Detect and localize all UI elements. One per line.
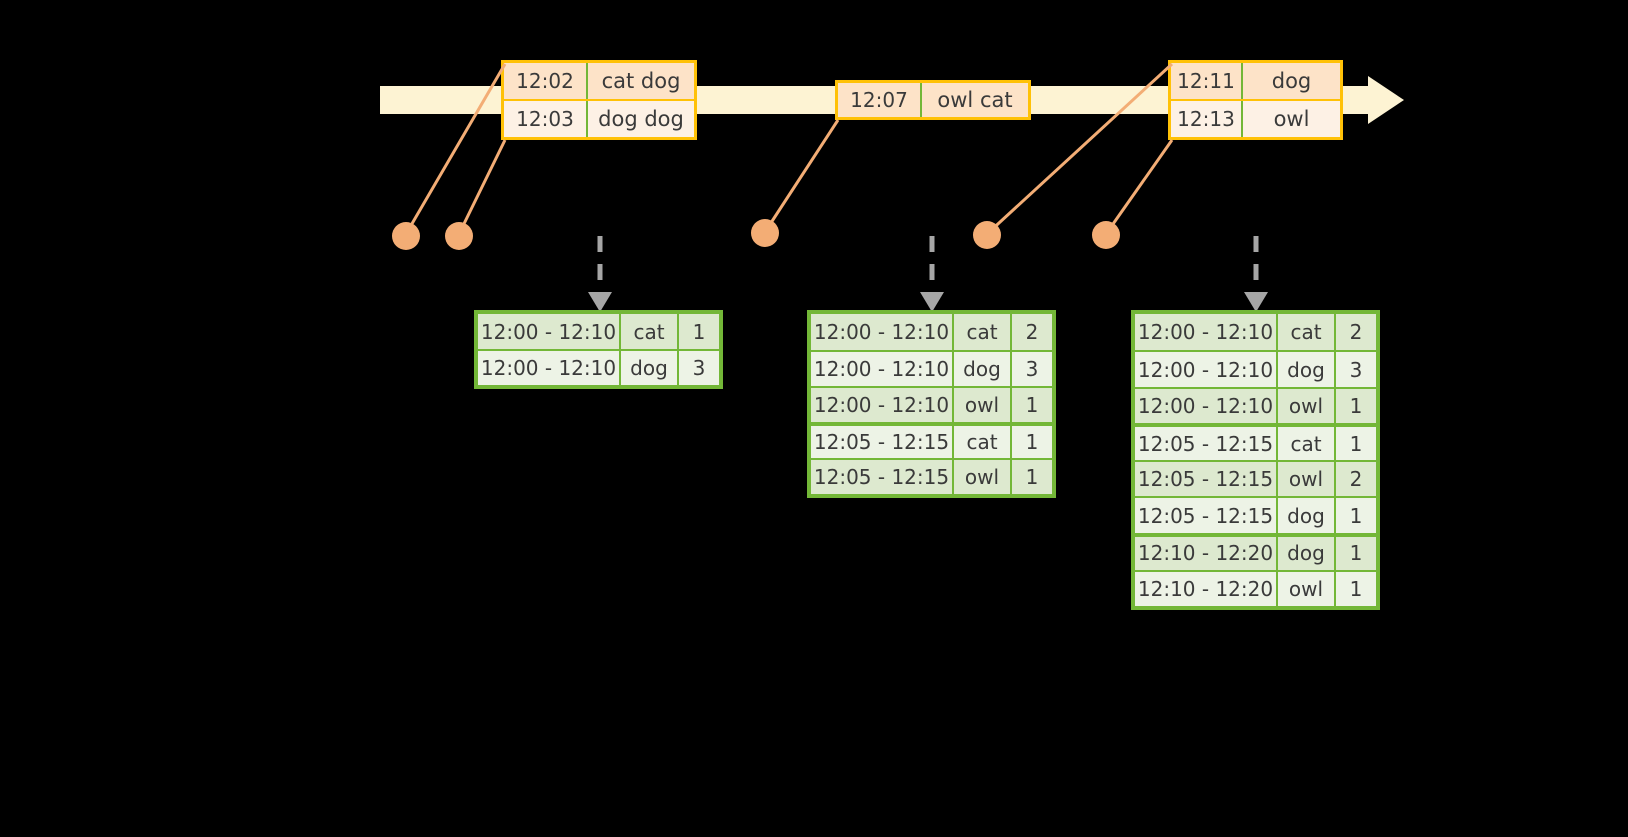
event-text: cat dog (601, 69, 681, 93)
cell-window: 12:05 - 12:15 (1135, 461, 1278, 497)
table-row[interactable]: 12:05 - 12:15 dog 1 (1135, 496, 1376, 533)
connector-line (457, 139, 507, 235)
trigger-arrow-head (588, 292, 612, 312)
table-row[interactable]: 12:00 - 12:10 cat 2 (811, 314, 1052, 350)
result-table-1[interactable]: 12:00 - 12:10 cat 1 12:00 - 12:10 dog 3 (474, 310, 723, 389)
cell-window: 12:00 - 12:10 (811, 314, 954, 350)
cell-word: dog (621, 351, 679, 385)
result-table-3[interactable]: 12:00 - 12:10 cat 2 12:00 - 12:10 dog 3 … (1131, 310, 1380, 610)
cell-window: 12:05 - 12:15 (811, 460, 954, 494)
cell-window: 12:00 - 12:10 (1135, 388, 1278, 424)
event-time: 12:03 (504, 101, 588, 137)
cell-word: owl (954, 387, 1012, 422)
cell-window: 12:00 - 12:10 (478, 351, 621, 385)
timeline-event-group-3[interactable]: 12:11 dog 12:13 owl (1168, 60, 1343, 140)
cell-count: 1 (1025, 429, 1039, 454)
cell-window: 12:05 - 12:15 (811, 425, 954, 458)
event-dot (1092, 221, 1120, 249)
table-row[interactable]: 12:05 - 12:15 cat 1 (811, 421, 1052, 458)
cell-window: 12:00 - 12:10 (1135, 352, 1278, 387)
cell-word: dog (1278, 352, 1336, 387)
cell-window: 12:00 - 12:10 (811, 387, 954, 422)
result-table-2[interactable]: 12:00 - 12:10 cat 2 12:00 - 12:10 dog 3 … (807, 310, 1056, 498)
event-time: 12:13 (1171, 101, 1243, 137)
timeline-arrowhead (1368, 76, 1404, 124)
table-row[interactable]: 12:05 - 12:15 owl 1 (811, 458, 1052, 494)
cell-count: 3 (1349, 357, 1363, 382)
cell-count: 3 (692, 356, 706, 381)
cell-word: cat (954, 425, 1012, 458)
event-dot (751, 219, 779, 247)
event-text: owl (1273, 107, 1310, 131)
cell-word: dog (1278, 536, 1336, 570)
cell-count: 2 (1025, 319, 1039, 344)
cell-window: 12:00 - 12:10 (811, 351, 954, 386)
table-row[interactable]: 12:10 - 12:20 dog 1 (1135, 532, 1376, 570)
table-row[interactable]: 12:00 - 12:10 owl 1 (811, 385, 1052, 422)
event-dot (973, 221, 1001, 249)
table-row[interactable]: 12:05 - 12:15 owl 2 (1135, 459, 1376, 497)
event-time: 12:02 (504, 63, 588, 99)
table-row[interactable]: 12:00 - 12:10 cat 2 (1135, 314, 1376, 351)
cell-count: 1 (1025, 465, 1039, 489)
cell-count: 1 (1349, 431, 1363, 456)
timeline-event-row[interactable]: 12:07 owl cat (838, 83, 1028, 117)
cell-word: cat (954, 314, 1012, 350)
event-text: dog dog (598, 107, 684, 131)
cell-window: 12:05 - 12:15 (1135, 427, 1278, 460)
cell-word: cat (1278, 314, 1336, 351)
trigger-arrow-head (1244, 292, 1268, 312)
cell-window: 12:05 - 12:15 (1135, 498, 1278, 533)
cell-count: 1 (1349, 503, 1363, 528)
table-row[interactable]: 12:00 - 12:10 cat 1 (478, 314, 719, 350)
cell-window: 12:10 - 12:20 (1135, 536, 1278, 570)
table-row[interactable]: 12:05 - 12:15 cat 1 (1135, 423, 1376, 460)
cell-count: 2 (1349, 320, 1363, 345)
event-dot (392, 222, 420, 250)
cell-count: 1 (692, 319, 706, 344)
cell-count: 1 (1349, 541, 1363, 566)
connector-line (1104, 139, 1174, 235)
cell-word: owl (1278, 571, 1336, 607)
timeline-event-row[interactable]: 12:03 dog dog (504, 99, 694, 137)
cell-count: 1 (1349, 394, 1363, 419)
cell-word: owl (1278, 461, 1336, 497)
cell-word: cat (1278, 427, 1336, 460)
cell-window: 12:00 - 12:10 (1135, 314, 1278, 351)
cell-window: 12:10 - 12:20 (1135, 571, 1278, 607)
event-text: dog (1271, 69, 1312, 93)
cell-count: 1 (1349, 576, 1363, 601)
event-dot (445, 222, 473, 250)
cell-word: dog (954, 351, 1012, 386)
event-time: 12:07 (838, 83, 922, 117)
event-time: 12:11 (1171, 63, 1243, 99)
cell-count: 3 (1025, 356, 1039, 381)
cell-count: 1 (1025, 392, 1039, 417)
timeline-event-group-1[interactable]: 12:02 cat dog 12:03 dog dog (501, 60, 697, 140)
cell-word: owl (954, 460, 1012, 494)
table-row[interactable]: 12:00 - 12:10 dog 3 (478, 349, 719, 385)
table-row[interactable]: 12:10 - 12:20 owl 1 (1135, 569, 1376, 607)
event-text: owl cat (937, 88, 1013, 112)
table-row[interactable]: 12:00 - 12:10 dog 3 (1135, 350, 1376, 387)
timeline-event-row[interactable]: 12:11 dog (1171, 63, 1340, 99)
connector-line (763, 119, 840, 233)
cell-word: owl (1278, 388, 1336, 424)
cell-window: 12:00 - 12:10 (478, 314, 621, 350)
timeline-event-row[interactable]: 12:02 cat dog (504, 63, 694, 99)
timeline-event-row[interactable]: 12:13 owl (1171, 99, 1340, 137)
timeline-event-group-2[interactable]: 12:07 owl cat (835, 80, 1031, 120)
cell-word: dog (1278, 498, 1336, 533)
table-row[interactable]: 12:00 - 12:10 owl 1 (1135, 386, 1376, 424)
table-row[interactable]: 12:00 - 12:10 dog 3 (811, 349, 1052, 386)
cell-word: cat (621, 314, 679, 350)
trigger-arrow-head (920, 292, 944, 312)
cell-count: 2 (1349, 467, 1363, 492)
